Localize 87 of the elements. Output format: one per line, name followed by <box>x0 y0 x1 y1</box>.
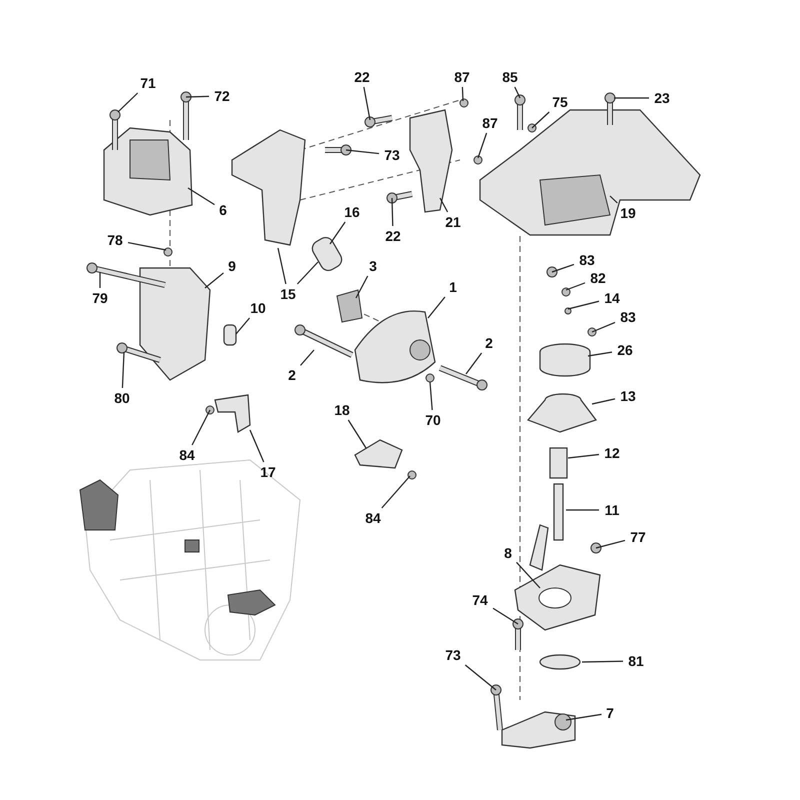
leader-line <box>300 350 314 366</box>
callout-number: 7 <box>602 704 618 722</box>
leader-line <box>330 222 346 244</box>
callout-number: 2 <box>482 334 496 352</box>
leader-line <box>428 296 446 318</box>
callout-number: 23 <box>650 89 674 107</box>
leader-line <box>381 476 410 508</box>
leader-line <box>188 188 215 206</box>
leader-line <box>99 272 101 288</box>
leader-line <box>429 382 433 410</box>
callout-number: 87 <box>450 68 474 86</box>
callout-number: 22 <box>350 68 374 86</box>
callout-number: 18 <box>330 401 354 419</box>
callout-number: 82 <box>586 269 610 287</box>
callout-number: 17 <box>256 463 280 481</box>
leader-line <box>192 410 211 446</box>
leader-line <box>462 86 464 102</box>
leader-line <box>552 264 574 273</box>
leader-line <box>346 149 380 154</box>
callout-number: 14 <box>600 289 624 307</box>
callout-number: 26 <box>613 341 637 359</box>
callout-number: 11 <box>600 501 624 519</box>
callout-number: 72 <box>210 87 234 105</box>
callout-number: 9 <box>224 257 240 275</box>
leader-line <box>566 282 586 291</box>
callout-number: 85 <box>498 68 522 86</box>
callout-number: 8 <box>500 544 516 562</box>
callout-number: 87 <box>478 114 502 132</box>
leader-line <box>277 248 286 284</box>
callout-number: 74 <box>468 591 492 609</box>
callout-number: 16 <box>340 203 364 221</box>
leader-line <box>592 322 616 333</box>
callout-number: 81 <box>624 652 648 670</box>
leader-line <box>236 318 250 334</box>
callout-number: 80 <box>110 389 134 407</box>
callout-number: 1 <box>446 278 460 296</box>
callout-number: 3 <box>366 257 380 275</box>
leader-line <box>204 272 224 288</box>
leader-line <box>516 562 540 588</box>
leader-line <box>464 664 496 690</box>
callout-number: 84 <box>361 509 385 527</box>
callout-number: 70 <box>421 411 445 429</box>
callout-number: 12 <box>600 444 624 462</box>
leader-line <box>588 352 612 357</box>
callout-number: 71 <box>136 74 160 92</box>
leader-line <box>582 660 624 663</box>
leader-line <box>391 198 394 226</box>
leader-line <box>568 300 600 310</box>
leader-line <box>439 198 448 212</box>
leader-line <box>296 262 318 284</box>
leader-line <box>596 540 626 549</box>
leader-line <box>249 430 264 462</box>
callout-number: 77 <box>626 528 650 546</box>
leader-line <box>610 196 618 204</box>
callout-number: 6 <box>216 201 230 219</box>
leader-line <box>355 276 368 298</box>
leader-line <box>492 608 518 624</box>
leader-line <box>592 398 616 405</box>
callout-number: 19 <box>616 204 640 222</box>
leader-line <box>514 86 521 98</box>
leader-line <box>568 454 600 459</box>
callout-number: 73 <box>380 146 404 164</box>
leader-line <box>128 242 166 251</box>
leader-line <box>566 714 602 721</box>
callout-number: 22 <box>381 227 405 245</box>
leader-line <box>466 352 482 374</box>
leader-line <box>614 97 649 99</box>
leader-line <box>118 92 138 112</box>
callout-number: 84 <box>175 446 199 464</box>
leader-line <box>532 112 550 128</box>
leader-line <box>566 509 599 511</box>
callout-number: 73 <box>441 646 465 664</box>
leader-line <box>348 420 366 448</box>
callout-number: 15 <box>276 285 300 303</box>
callout-number: 75 <box>548 93 572 111</box>
leader-line <box>122 352 125 388</box>
callout-number: 78 <box>103 231 127 249</box>
leader-line <box>186 96 210 98</box>
leader-line <box>363 86 371 120</box>
callout-number: 83 <box>616 308 640 326</box>
callout-number: 10 <box>246 299 270 317</box>
leader-line <box>477 132 488 158</box>
callout-number: 83 <box>575 251 599 269</box>
callout-number: 79 <box>88 289 112 307</box>
callout-number: 2 <box>284 366 300 384</box>
callout-number: 21 <box>441 213 465 231</box>
callout-number: 13 <box>616 387 640 405</box>
